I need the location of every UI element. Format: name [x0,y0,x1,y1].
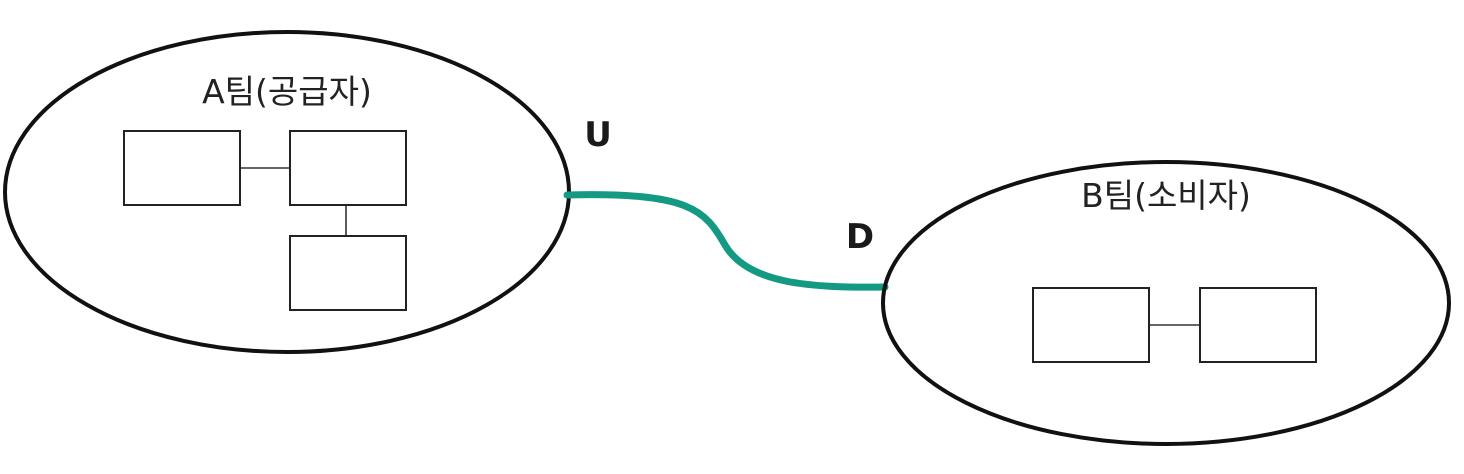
team-a-component-3 [289,235,407,311]
relationship-connector [563,191,889,291]
team-b-boundary [881,160,1451,446]
team-b-title: B팀(소비자) [1081,176,1251,215]
team-a-title: A팀(공급자) [202,72,372,111]
upstream-marker: U [584,115,612,155]
team-b-context: B팀(소비자) [881,160,1451,446]
team-a-context: A팀(공급자) [3,30,571,354]
upstream-downstream-relationship: U D [563,115,889,291]
team-b-component-1 [1032,287,1150,363]
team-a-component-2 [289,130,407,206]
team-b-component-2 [1199,287,1317,363]
downstream-marker: D [846,217,874,257]
team-a-component-1 [123,130,241,206]
